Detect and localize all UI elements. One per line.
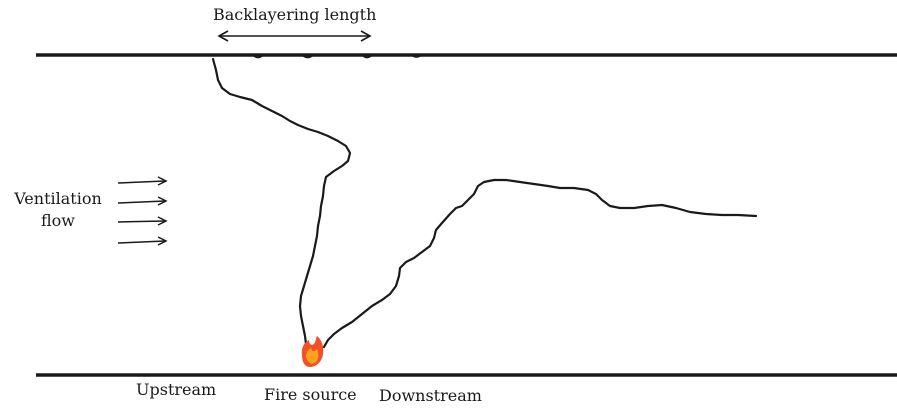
ventilation-arrow-2 [117, 196, 168, 206]
ceiling-smoke-marks [253, 55, 421, 59]
upstream-smoke-boundary [211, 57, 352, 346]
fire-source-icon [301, 336, 324, 367]
ventilation-arrow-3 [117, 216, 168, 226]
ventilation-arrow-1 [117, 176, 168, 186]
upstream-label: Upstream [136, 380, 217, 399]
downstream-label: Downstream [379, 386, 482, 405]
fire-source-label: Fire source [264, 385, 357, 404]
backlayering-length-label: Backlayering length [213, 5, 377, 24]
ventilation-label-line2: flow [41, 211, 75, 230]
ventilation-label-line1: Ventilation [14, 189, 102, 208]
backlayering-arrow [217, 30, 372, 42]
downstream-smoke-boundary [322, 178, 758, 349]
ventilation-arrows [117, 176, 168, 246]
ventilation-flow-label: Ventilation flow [8, 188, 108, 232]
ventilation-arrow-4 [117, 236, 168, 246]
